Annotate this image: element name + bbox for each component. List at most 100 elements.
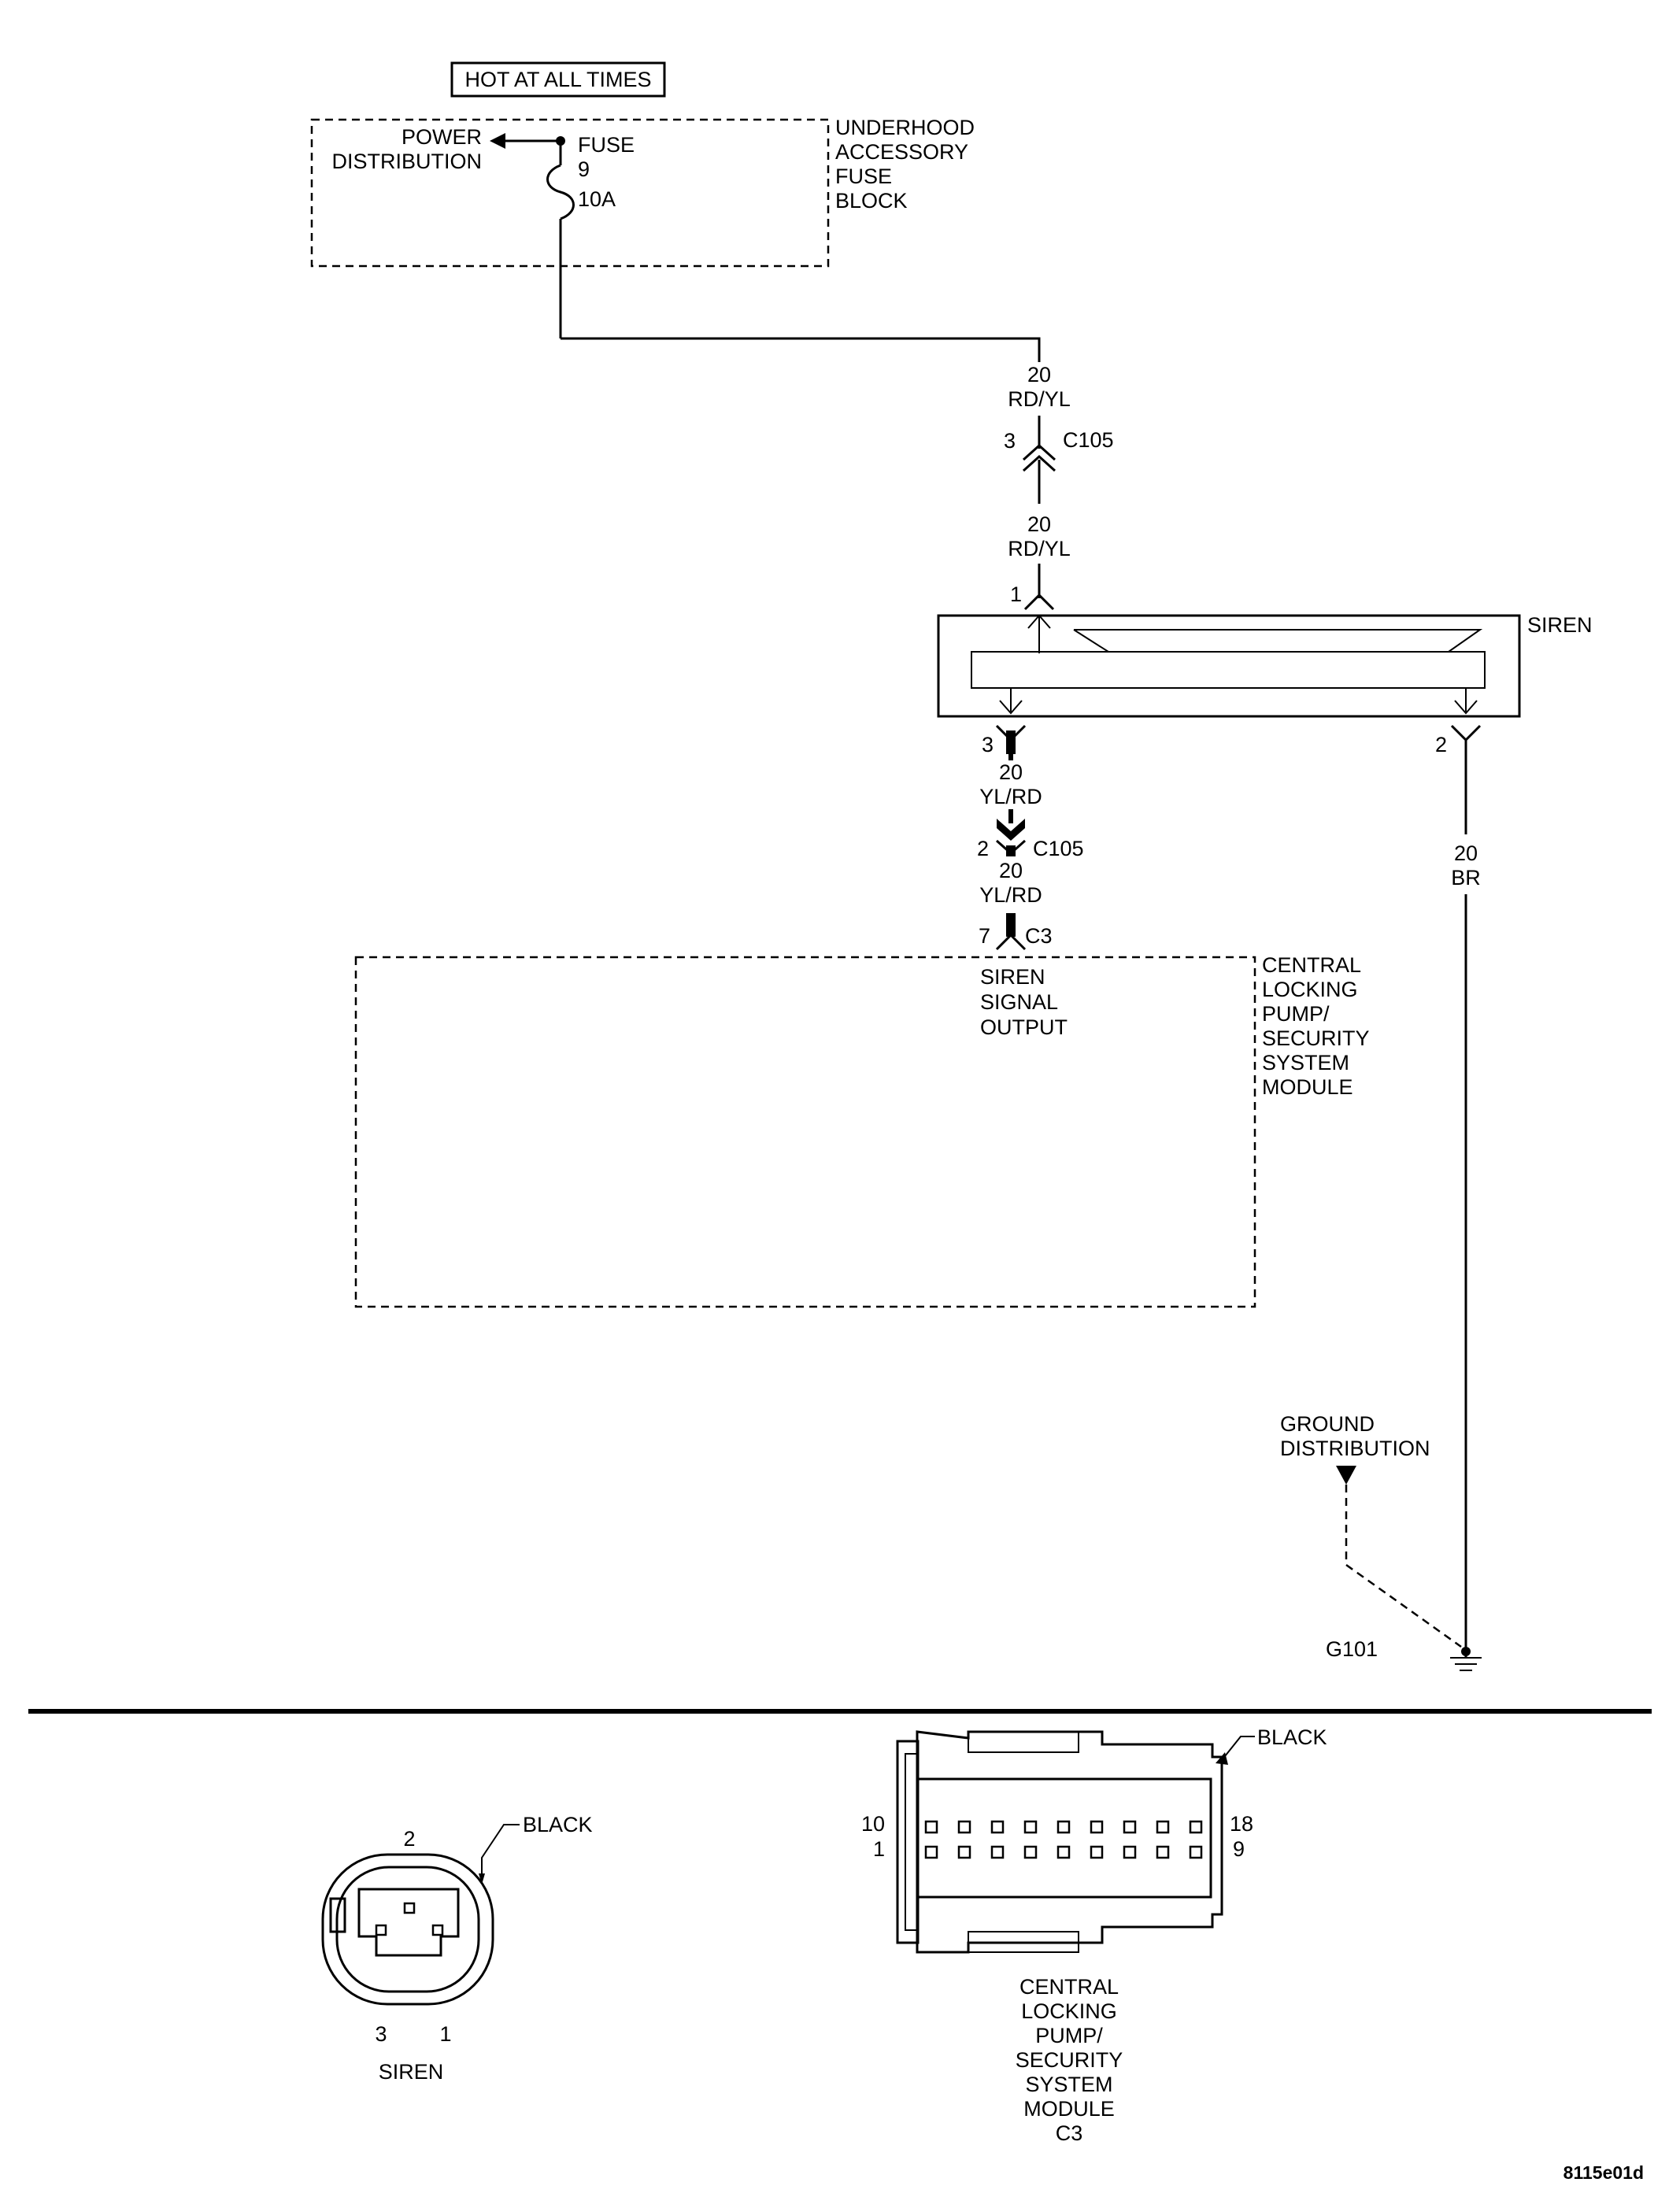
ground-distribution-arrow-icon (1336, 1466, 1356, 1485)
siren-pin2-connector-icon (1450, 724, 1482, 742)
ground-distribution-line2: DISTRIBUTION (1280, 1437, 1430, 1460)
c3-connector-caption-line5: SYSTEM (1025, 2073, 1112, 2096)
c3-connector-caption-line2: LOCKING (1021, 1999, 1117, 2023)
module-name-line4: SECURITY (1262, 1026, 1370, 1050)
siren-internal-down-arrow-right-icon (1454, 700, 1478, 715)
output-wire-gauge-b: 20 (999, 859, 1023, 882)
fuse-label: FUSE (578, 133, 635, 157)
fuse-number: 9 (578, 157, 590, 181)
c3-connector-pin-top-left: 10 (861, 1812, 885, 1836)
c3-cavity-4 (1023, 1845, 1038, 1859)
c105-pin2-connector-fill (1006, 845, 1016, 856)
power-distribution-arrow-icon (490, 133, 505, 149)
siren-connector-pin-left: 3 (375, 2022, 387, 2046)
siren-label: SIREN (1527, 613, 1593, 637)
c3-cavity-15 (1090, 1820, 1104, 1834)
feed-wire-lower-gauge: 20 (1027, 512, 1051, 536)
ground-distribution-line1: GROUND (1280, 1412, 1375, 1436)
siren-connector-caption: SIREN (379, 2060, 444, 2084)
power-distribution-line1: POWER (401, 125, 482, 149)
siren-pin2-number: 2 (1435, 733, 1447, 756)
fuse-block-name-line3: FUSE (835, 165, 892, 188)
c3-cavity-16 (1123, 1820, 1137, 1834)
siren-connector-inner-shell (335, 1866, 480, 1993)
module-name-line1: CENTRAL (1262, 953, 1361, 977)
module-name-line5: SYSTEM (1262, 1051, 1349, 1074)
siren-connector-pin-top: 2 (403, 1827, 415, 1851)
siren-connector-pin2-cavity (403, 1902, 416, 1914)
module-signal-line1: SIREN (980, 965, 1045, 989)
hot-at-all-times-label: HOT AT ALL TIMES (464, 68, 651, 91)
c3-cavity-5 (1056, 1845, 1071, 1859)
c3-connector-pin-grid (924, 1820, 1203, 1859)
power-distribution-line2: DISTRIBUTION (331, 150, 482, 173)
ground-wire-color: BR (1451, 866, 1481, 889)
c3-connector-top-rib (968, 1731, 1079, 1753)
siren-internal-down-arrow-left-icon (999, 700, 1023, 715)
module-name-line6: MODULE (1262, 1075, 1353, 1099)
output-wire-color-a: YL/RD (979, 785, 1042, 808)
c3-connector-caption-line3: PUMP/ (1035, 2024, 1103, 2047)
feed-wire-upper-gauge: 20 (1027, 363, 1051, 386)
c3-cavity-13 (1023, 1820, 1038, 1834)
siren-horn-icon (1073, 629, 1483, 653)
c3-cavity-11 (957, 1820, 971, 1834)
c3-connector-bottom-rib (968, 1931, 1079, 1953)
fuse-block-dashed-box (310, 118, 830, 268)
c3-cavity-8 (1156, 1845, 1170, 1859)
siren-connector-pin-right: 1 (439, 2022, 451, 2046)
c105-pin2-connector-name: C105 (1033, 837, 1084, 860)
c105-pin-number: 3 (1004, 429, 1016, 453)
c3-connector-left-rib (896, 1740, 920, 1944)
c3-cavity-6 (1090, 1845, 1104, 1859)
fuse-block-name-line4: BLOCK (835, 189, 908, 213)
c105-connector-icon-lower (1022, 454, 1056, 472)
ground-wire-gauge: 20 (1454, 841, 1478, 865)
siren-connector-latch (329, 1897, 346, 1933)
c3-pin7-connector-fill (1006, 913, 1016, 937)
hot-at-all-times-box (450, 61, 666, 98)
siren-connector-outer-shell (321, 1853, 494, 2006)
c3-cavity-1 (924, 1845, 938, 1859)
feed-wire-upper-color: RD/YL (1008, 387, 1071, 411)
c3-connector-caption-line1: CENTRAL (1019, 1975, 1119, 1999)
c3-cavity-9 (1189, 1845, 1203, 1859)
c3-cavity-18 (1189, 1820, 1203, 1834)
fuse-symbol-icon (546, 164, 575, 220)
c3-cavity-2 (957, 1845, 971, 1859)
siren-pin3-connector-fill (1006, 730, 1016, 754)
ground-distribution-dashed-link (1345, 1485, 1462, 1648)
c3-cavity-3 (990, 1845, 1005, 1859)
siren-pin1-connector-icon (1023, 593, 1055, 611)
feed-wire-lower-color: RD/YL (1008, 537, 1071, 560)
output-wire-gauge-a: 20 (999, 760, 1023, 784)
c3-connector-pin-bottom-left: 1 (873, 1837, 885, 1861)
siren-connector-leader-line (481, 1824, 520, 1880)
fuse-block-name-line1: UNDERHOOD (835, 116, 975, 139)
siren-pin3-number: 3 (982, 733, 994, 756)
c3-connector-name: C3 (1025, 924, 1053, 948)
module-name-line2: LOCKING (1262, 978, 1358, 1001)
c105-pin2-number: 2 (977, 837, 989, 860)
module-signal-line2: SIGNAL (980, 990, 1058, 1014)
c105-connector-name: C105 (1063, 428, 1114, 452)
c3-connector-pin-top-right: 18 (1230, 1812, 1253, 1836)
c3-connector-caption-line6: MODULE (1023, 2097, 1115, 2121)
siren-connector-cavity (357, 1888, 460, 1957)
figure-id: 8115e01d (1563, 2162, 1644, 2183)
siren-connector-pin1-cavity (431, 1924, 444, 1936)
c3-connector-housing (916, 1730, 1223, 1954)
c105-pin2-connector-icon (997, 819, 1025, 841)
siren-internal-bar (971, 651, 1486, 689)
c3-connector-color-label: BLACK (1257, 1725, 1327, 1749)
c3-connector-leader-line (1221, 1736, 1255, 1761)
c3-cavity-10 (924, 1820, 938, 1834)
feed-wire (561, 337, 1041, 362)
c105-connector-icon (1022, 443, 1056, 461)
c3-cavity-17 (1156, 1820, 1170, 1834)
ground-id-label: G101 (1326, 1637, 1378, 1661)
siren-connector-leader-arrow-icon (479, 1873, 485, 1884)
c3-connector-caption-line4: SECURITY (1016, 2048, 1123, 2072)
c3-cavity-14 (1056, 1820, 1071, 1834)
